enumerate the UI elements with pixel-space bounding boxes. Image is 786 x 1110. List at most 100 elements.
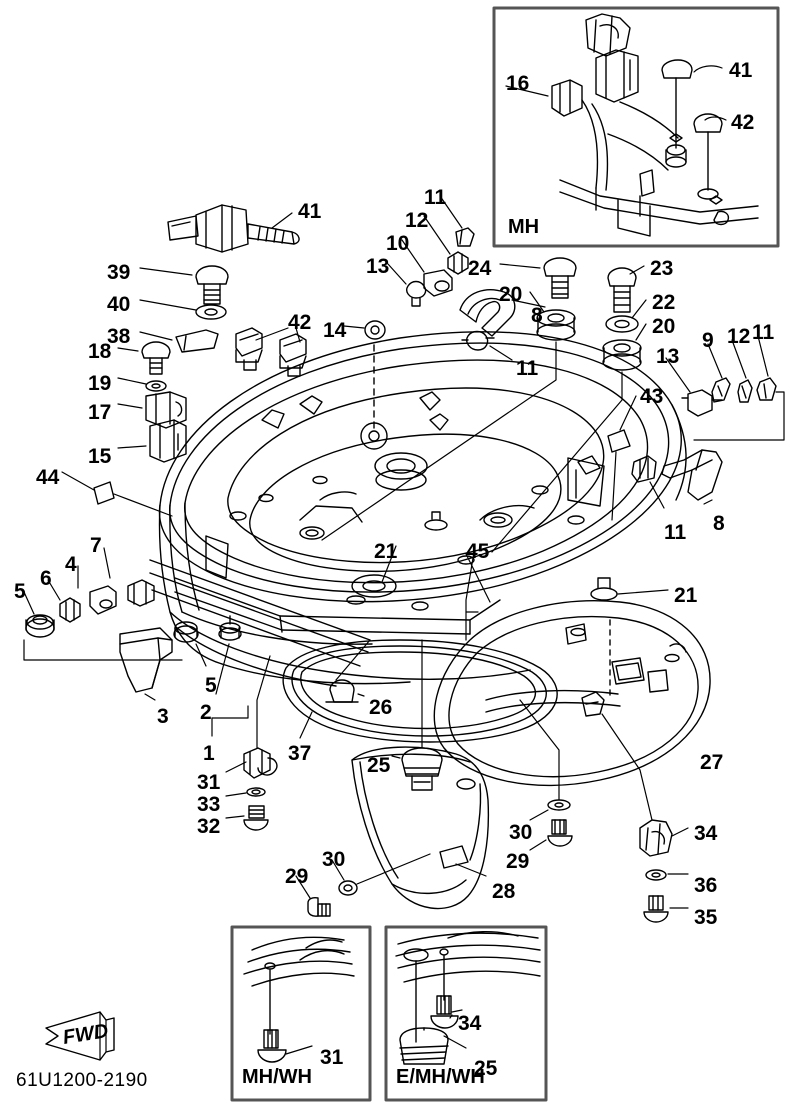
callout-number: 13 [366,255,390,278]
callout-number: 37 [288,742,312,765]
callout-number: 41 [298,200,322,223]
part-29-bolt-center [295,875,331,917]
callout-number: 42 [288,311,312,334]
leader-37 [299,711,313,739]
callout-number: 40 [107,293,131,316]
parts-31-33-32 [225,655,278,831]
part-38-clip [139,329,219,353]
callout-number: 30 [509,821,533,844]
part-35-bolt [643,895,689,923]
front-lower-cover-part-28 [351,746,490,910]
callout-number: 44 [36,466,60,489]
callout-number: 11 [752,321,775,344]
part-34-hook-bracket [601,713,689,857]
part-45-bracket [465,551,479,641]
callout-number: 29 [506,850,530,873]
callout-number: 12 [727,325,751,348]
inset-emhwh [384,925,548,1102]
callout-number: 21 [374,540,398,563]
callout-number: 42 [731,111,755,134]
part-7-fastener [103,547,155,607]
part-8-hose-upper [459,289,546,337]
part-30-washer-right [519,699,571,821]
part-5-grommet-left [23,591,183,661]
part-39-bolt [139,265,229,305]
callout-number: 11 [424,186,447,209]
callout-number: 36 [694,874,718,897]
callout-number: 25 [474,1057,498,1080]
part-29-bolt-right [529,819,573,851]
callout-number: 5 [205,674,217,697]
part-30-washer-center [331,853,431,896]
inset-label-mh: MH [508,216,540,238]
callout-number: 30 [322,848,346,871]
part-11-clip-right [631,455,665,509]
callout-number: 16 [506,72,530,95]
inset-label-mhwh: MH/WH [242,1066,312,1088]
callout-number: 26 [369,696,393,719]
fwd-direction-arrow [45,1011,115,1061]
callout-number: 21 [674,584,698,607]
part-1-bracket-frame [211,705,249,737]
part-18-bolt [117,341,171,375]
callout-number: 29 [285,865,309,888]
callout-number: 13 [656,345,680,368]
part-3-handle [119,627,173,701]
part-17-bracket [117,391,187,429]
bottom-cowling-main-body [149,331,687,687]
part-40-washer [139,299,227,320]
part-21-studs [381,545,669,603]
part-15-block [117,419,187,463]
callout-number: 34 [458,1012,482,1035]
callout-number: 12 [405,209,429,232]
callout-number: 5 [14,580,26,603]
part-19-washer [117,377,167,392]
part-8-grip-right [661,449,723,505]
callout-number: 15 [88,445,112,468]
callout-number: 28 [492,880,516,903]
callout-number: 6 [40,567,52,590]
cowling-seal-part-37 [282,639,558,743]
callout-number: 11 [664,521,687,544]
callout-number: 24 [468,257,492,280]
callout-number: 35 [694,906,718,929]
part-5-grommet-right [173,621,207,667]
part-22-washer [605,299,647,333]
callout-number: 11 [516,357,539,380]
callout-number: 25 [367,754,391,777]
callout-number: 9 [702,329,714,352]
callout-number: 10 [386,232,410,255]
callout-number: 14 [323,319,347,342]
callout-number: 33 [197,793,221,816]
callout-number: 19 [88,372,112,395]
callout-number: 45 [466,540,490,563]
part-11-fitting-hose [461,330,513,361]
callout-number: 8 [531,304,543,327]
callout-number: 3 [157,705,169,728]
callout-number: 23 [650,257,674,280]
callout-number: 43 [640,385,664,408]
callout-number: 31 [197,771,221,794]
leader-28 [455,863,487,877]
part-41-clamp [167,204,300,253]
callout-number: 20 [652,315,676,338]
inset-mhwh [230,925,372,1102]
part-42-clips [235,327,307,377]
part-36-washer [645,869,689,881]
parts-10-11-12-13-cluster [387,195,475,307]
callout-number: 38 [107,325,131,348]
callout-number: 1 [203,742,215,765]
part-23-bolt [607,265,645,313]
part-6-nut [47,579,81,623]
drawing-number: 61U1200-2190 [16,1070,148,1091]
part-24-bolt [499,257,577,299]
part-20-grommet-b [491,323,647,553]
part-14-grommet [343,320,386,340]
callout-number: 17 [88,401,112,424]
callout-number: 18 [88,340,112,363]
callout-number: 2 [200,701,212,724]
parts-9-12-11-13-right-cluster [665,335,785,441]
part-44-label-tag [61,471,173,517]
